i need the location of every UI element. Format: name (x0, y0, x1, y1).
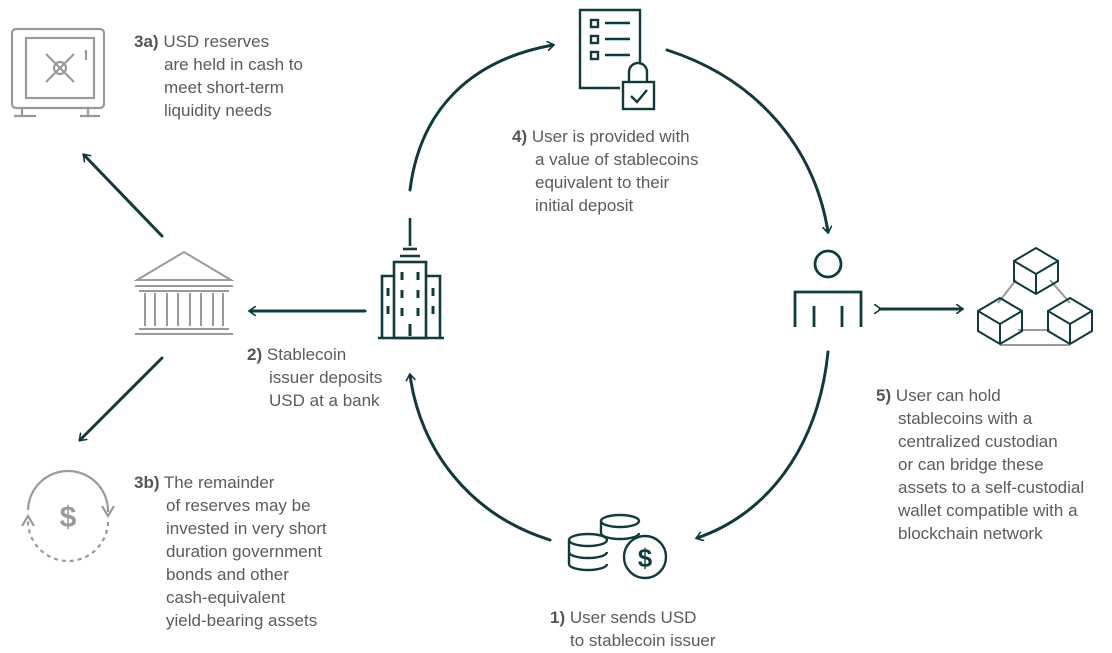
arrow-user-to-coins (697, 350, 830, 538)
arrow-document-to-user (665, 48, 828, 232)
safe-icon (10, 27, 106, 118)
step-4-label: 4) User is provided with a value of stab… (512, 127, 699, 215)
blockchain-icon (977, 246, 1093, 346)
step-3a-label: 3a) USD reserves are held in cash to mee… (134, 32, 303, 120)
office-building-icon (378, 218, 444, 340)
document-lock-icon (578, 8, 656, 111)
flow-arrows (80, 45, 962, 540)
arrow-building-to-document (408, 45, 553, 192)
arrow-bank-to-safe (84, 155, 164, 238)
svg-text:$: $ (638, 543, 653, 573)
arrow-bank-to-dollar (80, 356, 164, 440)
step-5-label: 5) User can hold stablecoins with a cent… (876, 386, 1085, 543)
svg-text:$: $ (60, 501, 77, 534)
coins-dollar-icon: $ (567, 513, 668, 580)
step-2-label: 2) Stablecoin issuer deposits USD at a b… (247, 345, 383, 410)
arrow-coins-to-building (410, 375, 552, 542)
bank-icon (133, 250, 235, 335)
user-icon (793, 249, 863, 327)
step-3b-label: 3b) The remainder of reserves may be inv… (134, 473, 327, 630)
dollar-cycle-icon: $ (21, 469, 115, 563)
step-1-label: 1) User sends USD to stablecoin issuer (550, 608, 716, 650)
